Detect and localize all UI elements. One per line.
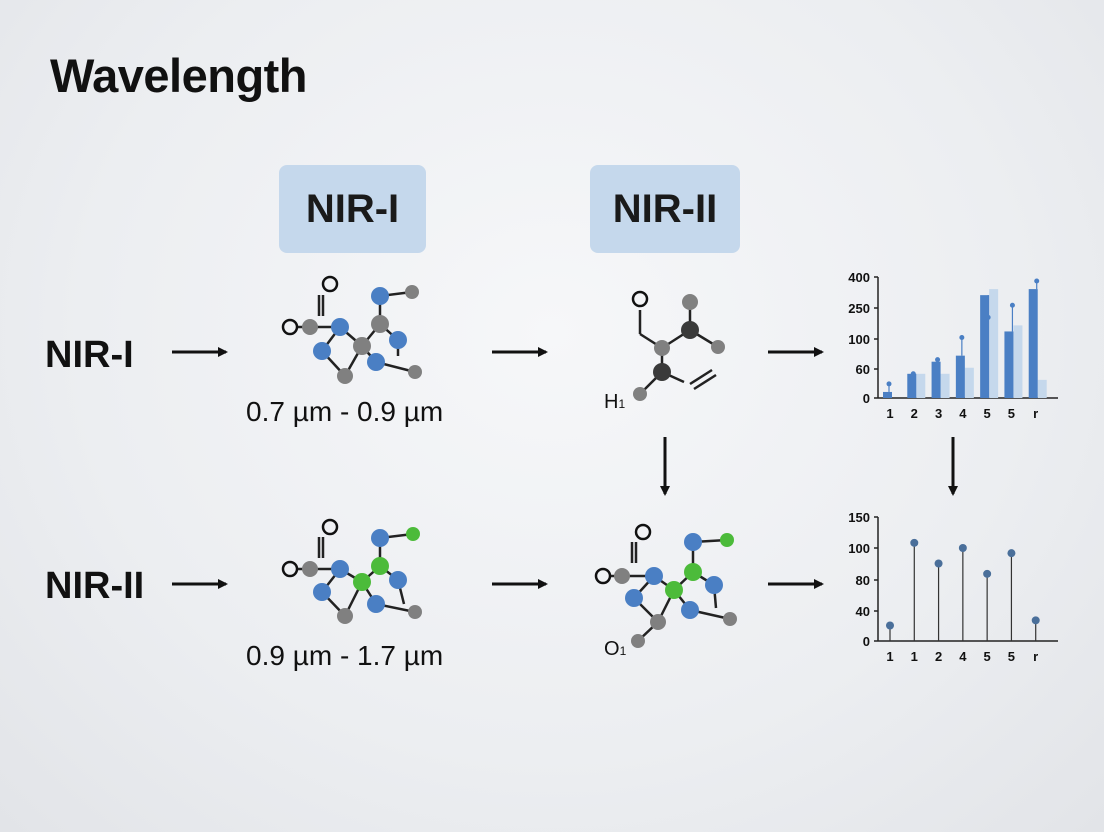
molecule-nir2-row1 [631,290,725,401]
x-tick-label: 4 [959,649,967,664]
bar-light [916,373,926,398]
bar-light [964,367,974,398]
molecule-nir1-row2 [281,518,422,624]
range-nir1: 0.7 µm - 0.9 µm [246,396,444,427]
x-tick-label: 1 [911,649,918,664]
stem-point [934,559,943,568]
molecule-nir2-row2 [594,523,737,648]
y-tick-label: 60 [856,362,870,377]
stem-point [958,544,967,552]
y-tick-label: 40 [856,604,870,619]
x-tick-label: 2 [911,406,918,421]
bar [931,361,941,398]
x-tick-label: 2 [935,649,942,664]
stem-point [1009,302,1015,308]
stem-point [985,314,991,320]
bar-light [940,373,950,398]
stem-point [910,538,919,547]
y-tick-label: 100 [848,541,870,556]
bar [883,391,892,398]
page-title: Wavelength [50,49,308,102]
x-tick-label: 3 [935,406,942,421]
stem-point [886,621,894,630]
x-tick-label: 5 [1008,649,1015,664]
bar-light [1037,379,1047,398]
stem-point [959,335,965,340]
y-tick-label: 400 [848,270,870,285]
x-tick-label: 4 [959,406,967,421]
y-tick-label: 0 [863,634,870,649]
bar [980,295,990,398]
bar [1028,289,1038,398]
stem-point [935,357,941,363]
row-label-nir1: NIR-I [45,334,134,376]
stem-point [1034,278,1040,284]
x-tick-label: 1 [886,649,893,664]
stem-point [886,381,892,387]
bar [955,355,965,398]
column-header-nir1: NIR-I [279,165,426,253]
range-nir2: 0.9 µm - 1.7 µm [246,640,444,671]
stem-point [983,569,992,578]
y-tick-label: 80 [856,573,870,588]
bar-light [989,289,999,398]
stem-point [1007,549,1016,558]
bar [1004,331,1014,398]
y-tick-label: 0 [863,391,870,406]
stem-point [910,371,916,377]
bar-light [1013,325,1023,398]
y-tick-label: 150 [848,510,870,525]
x-tick-label: 5 [984,406,991,421]
atom-label-o1: O1 [604,638,627,660]
x-tick-label: 5 [984,649,991,664]
column-header-nir2: NIR-II [590,165,740,253]
stem-chart: 150 100 80 40 0 1 1 2 4 5 5 r [848,510,1058,664]
x-tick-label: 1 [886,406,893,421]
row-label-nir2: NIR-II [45,565,145,607]
x-tick-label: 5 [1008,406,1015,421]
x-tick-label: r [1033,406,1038,421]
stem-point [1031,616,1040,625]
bar-chart: 400 250 100 60 0 1 2 3 4 5 5 r [848,270,1058,421]
y-tick-label: 250 [848,301,870,316]
bar [907,373,917,398]
atom-label-h: H1 [604,391,625,413]
y-tick-label: 100 [848,332,870,347]
molecule-nir1 [281,275,422,384]
x-tick-label: r [1033,649,1038,664]
